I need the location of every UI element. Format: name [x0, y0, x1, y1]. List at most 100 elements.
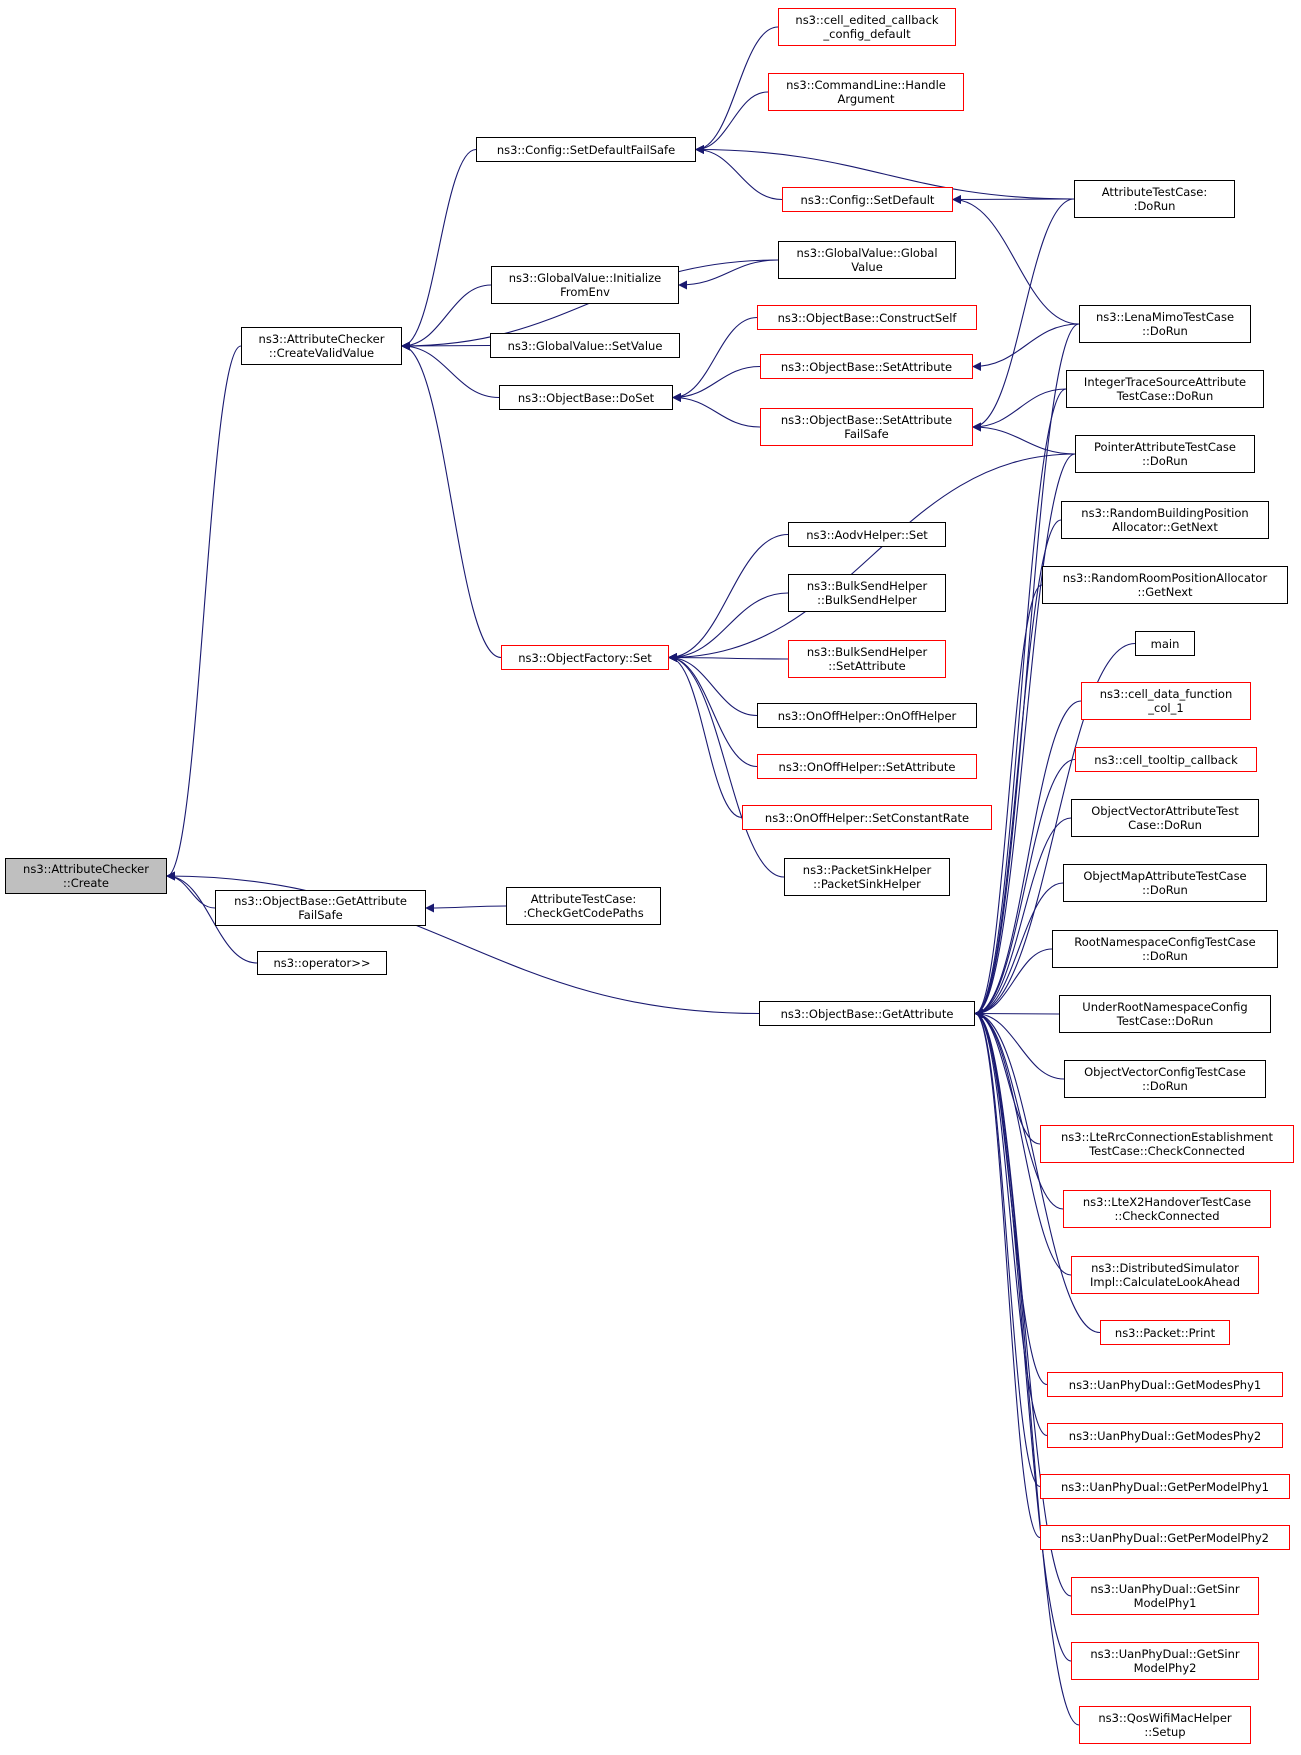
graph-node-gvgv[interactable]: ns3::GlobalValue::Global Value [778, 241, 956, 279]
graph-node-onoff[interactable]: ns3::OnOffHelper::OnOffHelper [757, 703, 977, 728]
graph-node-ofset[interactable]: ns3::ObjectFactory::Set [501, 645, 669, 670]
graph-node-cdfc[interactable]: ns3::cell_data_function _col_1 [1081, 682, 1251, 720]
graph-node-gvset[interactable]: ns3::GlobalValue::SetValue [490, 333, 680, 358]
graph-node-label: ObjectMapAttributeTestCase ::DoRun [1083, 869, 1247, 897]
graph-node-label: ns3::cell_tooltip_callback [1094, 752, 1238, 767]
graph-node-dsi[interactable]: ns3::DistributedSimulator Impl::Calculat… [1071, 1256, 1259, 1294]
graph-edge-rbpa-to-obga [974, 519, 1062, 1018]
graph-node-label: ns3::CommandLine::Handle Argument [786, 78, 946, 106]
graph-node-ptr[interactable]: PointerAttributeTestCase ::DoRun [1075, 435, 1255, 473]
graph-node-label: ns3::GlobalValue::Initialize FromEnv [508, 271, 662, 299]
graph-edge-ptr-to-obsafs [972, 422, 1076, 455]
graph-node-rrpa[interactable]: ns3::RandomRoomPositionAllocator ::GetNe… [1042, 566, 1288, 604]
graph-node-label: ns3::LenaMimoTestCase ::DoRun [1095, 310, 1235, 338]
graph-node-urnc[interactable]: UnderRootNamespaceConfig TestCase::DoRun [1059, 995, 1271, 1033]
graph-node-oma[interactable]: ObjectMapAttributeTestCase ::DoRun [1063, 864, 1267, 902]
graph-node-label: ns3::RandomBuildingPosition Allocator::G… [1081, 506, 1249, 534]
graph-node-op[interactable]: ns3::operator>> [257, 951, 387, 975]
graph-node-label: ns3::RandomRoomPositionAllocator ::GetNe… [1062, 571, 1268, 599]
graph-node-clha[interactable]: ns3::CommandLine::Handle Argument [768, 73, 964, 111]
graph-node-label: ns3::GlobalValue::SetValue [507, 338, 663, 353]
graph-node-onoffscr[interactable]: ns3::OnOffHelper::SetConstantRate [742, 805, 992, 830]
graph-edge-lena-to-obsa [972, 323, 1080, 371]
graph-edge-ctc-to-obga [974, 758, 1076, 1018]
graph-node-label: ns3::cell_edited_callback _config_defaul… [795, 13, 939, 41]
graph-node-label: ns3::BulkSendHelper ::SetAttribute [806, 645, 928, 673]
graph-edge-atcdr-to-csd [952, 194, 1075, 204]
graph-node-gafs[interactable]: ns3::ObjectBase::GetAttribute FailSafe [215, 890, 426, 926]
graph-node-main[interactable]: main [1135, 631, 1195, 656]
graph-node-label: AttributeTestCase: :CheckGetCodePaths [523, 892, 644, 920]
graph-node-obsa[interactable]: ns3::ObjectBase::SetAttribute [760, 354, 973, 379]
graph-node-label: ns3::UanPhyDual::GetSinr ModelPhy1 [1090, 1582, 1240, 1610]
graph-edge-ptr-to-ofset [668, 453, 1076, 662]
graph-node-obcs[interactable]: ns3::ObjectBase::ConstructSelf [757, 305, 977, 330]
graph-node-label: ObjectVectorConfigTestCase ::DoRun [1084, 1065, 1246, 1093]
graph-edge-ptr-to-obga [974, 453, 1076, 1018]
graph-edge-qos-to-obga [974, 1009, 1080, 1726]
graph-node-csd[interactable]: ns3::Config::SetDefault [782, 187, 953, 212]
graph-node-label: ns3::ObjectBase::SetAttribute FailSafe [780, 413, 953, 441]
graph-node-rnc[interactable]: RootNamespaceConfigTestCase ::DoRun [1052, 930, 1278, 968]
graph-node-bssa[interactable]: ns3::BulkSendHelper ::SetAttribute [788, 640, 946, 678]
graph-node-atcdr[interactable]: AttributeTestCase: :DoRun [1074, 180, 1235, 218]
graph-node-gpm2[interactable]: ns3::UanPhyDual::GetPerModelPhy2 [1040, 1525, 1290, 1550]
graph-edge-aodv-to-ofset [668, 533, 789, 662]
graph-node-ceccd[interactable]: ns3::cell_edited_callback _config_defaul… [778, 8, 956, 46]
graph-node-sdfs[interactable]: ns3::Config::SetDefaultFailSafe [476, 137, 696, 162]
graph-node-rbpa[interactable]: ns3::RandomBuildingPosition Allocator::G… [1061, 501, 1269, 539]
graph-edge-gmp2-to-obga [974, 1009, 1048, 1437]
graph-node-label: ns3::ObjectBase::ConstructSelf [777, 310, 957, 325]
graph-node-label: ns3::AttributeChecker ::CreateValidValue [258, 332, 385, 360]
graph-edge-doset-to-cvv [401, 341, 500, 399]
graph-node-aodv[interactable]: ns3::AodvHelper::Set [788, 522, 946, 547]
graph-node-label: ns3::PacketSinkHelper ::PacketSinkHelper [802, 863, 932, 891]
graph-node-create: ns3::AttributeChecker ::Create [5, 858, 167, 894]
graph-node-gmp1[interactable]: ns3::UanPhyDual::GetModesPhy1 [1047, 1372, 1283, 1397]
graph-node-gvinit[interactable]: ns3::GlobalValue::Initialize FromEnv [491, 266, 679, 304]
graph-node-doset[interactable]: ns3::ObjectBase::DoSet [499, 385, 673, 410]
graph-edge-pkt-to-obga [974, 1009, 1101, 1334]
graph-node-label: ns3::Packet::Print [1114, 1325, 1216, 1340]
graph-node-label: ns3::UanPhyDual::GetPerModelPhy1 [1061, 1479, 1269, 1494]
graph-node-gsm1[interactable]: ns3::UanPhyDual::GetSinr ModelPhy1 [1071, 1577, 1259, 1615]
graph-node-label: ns3::Config::SetDefaultFailSafe [496, 142, 676, 157]
graph-node-label: ns3::Config::SetDefault [800, 192, 935, 207]
graph-edge-itsa-to-obga [974, 388, 1067, 1018]
graph-node-label: ns3::UanPhyDual::GetModesPhy1 [1068, 1377, 1262, 1392]
graph-node-label: ns3::operator>> [273, 956, 371, 970]
graph-node-gmp2[interactable]: ns3::UanPhyDual::GetModesPhy2 [1047, 1423, 1283, 1448]
graph-node-ovc[interactable]: ObjectVectorConfigTestCase ::DoRun [1064, 1060, 1266, 1098]
graph-edge-csd-to-sdfs [695, 145, 783, 201]
graph-node-qos[interactable]: ns3::QosWifiMacHelper ::Setup [1079, 1706, 1251, 1744]
graph-node-ltex2[interactable]: ns3::LteX2HandoverTestCase ::CheckConnec… [1063, 1190, 1271, 1228]
graph-node-label: main [1150, 636, 1180, 651]
graph-edge-lena-to-csd [952, 195, 1080, 325]
graph-node-onoffsa[interactable]: ns3::OnOffHelper::SetAttribute [757, 754, 977, 779]
graph-node-ova[interactable]: ObjectVectorAttributeTest Case::DoRun [1071, 799, 1259, 837]
graph-node-obsafs[interactable]: ns3::ObjectBase::SetAttribute FailSafe [760, 408, 973, 446]
graph-node-label: ns3::ObjectBase::GetAttribute [780, 1006, 954, 1021]
graph-node-label: ns3::DistributedSimulator Impl::Calculat… [1089, 1261, 1241, 1289]
graph-edge-rrpa-to-obga [974, 584, 1043, 1018]
graph-node-pkt[interactable]: ns3::Packet::Print [1100, 1320, 1230, 1345]
graph-edge-gvset-to-cvv [401, 341, 491, 351]
graph-edge-onoffscr-to-ofset [668, 653, 743, 819]
graph-node-psh[interactable]: ns3::PacketSinkHelper ::PacketSinkHelper [784, 858, 950, 896]
graph-node-gsm2[interactable]: ns3::UanPhyDual::GetSinr ModelPhy2 [1071, 1642, 1259, 1680]
graph-node-ctc[interactable]: ns3::cell_tooltip_callback [1075, 747, 1257, 772]
graph-node-tccg[interactable]: AttributeTestCase: :CheckGetCodePaths [506, 887, 661, 925]
graph-edge-atcdr-to-sdfs [695, 145, 1075, 200]
graph-node-obga[interactable]: ns3::ObjectBase::GetAttribute [759, 1001, 975, 1026]
graph-node-lterrc[interactable]: ns3::LteRrcConnectionEstablishment TestC… [1040, 1125, 1294, 1163]
graph-edge-urnc-to-obga [974, 1009, 1060, 1019]
graph-node-label: ns3::LteX2HandoverTestCase ::CheckConnec… [1082, 1195, 1252, 1223]
graph-node-bsh[interactable]: ns3::BulkSendHelper ::BulkSendHelper [788, 574, 946, 612]
graph-node-gpm1[interactable]: ns3::UanPhyDual::GetPerModelPhy1 [1040, 1474, 1290, 1499]
graph-edge-ovc-to-obga [974, 1009, 1065, 1080]
graph-node-lena[interactable]: ns3::LenaMimoTestCase ::DoRun [1079, 305, 1251, 343]
graph-node-itsa[interactable]: IntegerTraceSourceAttribute TestCase::Do… [1066, 370, 1264, 408]
graph-edge-bsh-to-ofset [668, 592, 789, 662]
graph-node-cvv[interactable]: ns3::AttributeChecker ::CreateValidValue [241, 327, 402, 365]
